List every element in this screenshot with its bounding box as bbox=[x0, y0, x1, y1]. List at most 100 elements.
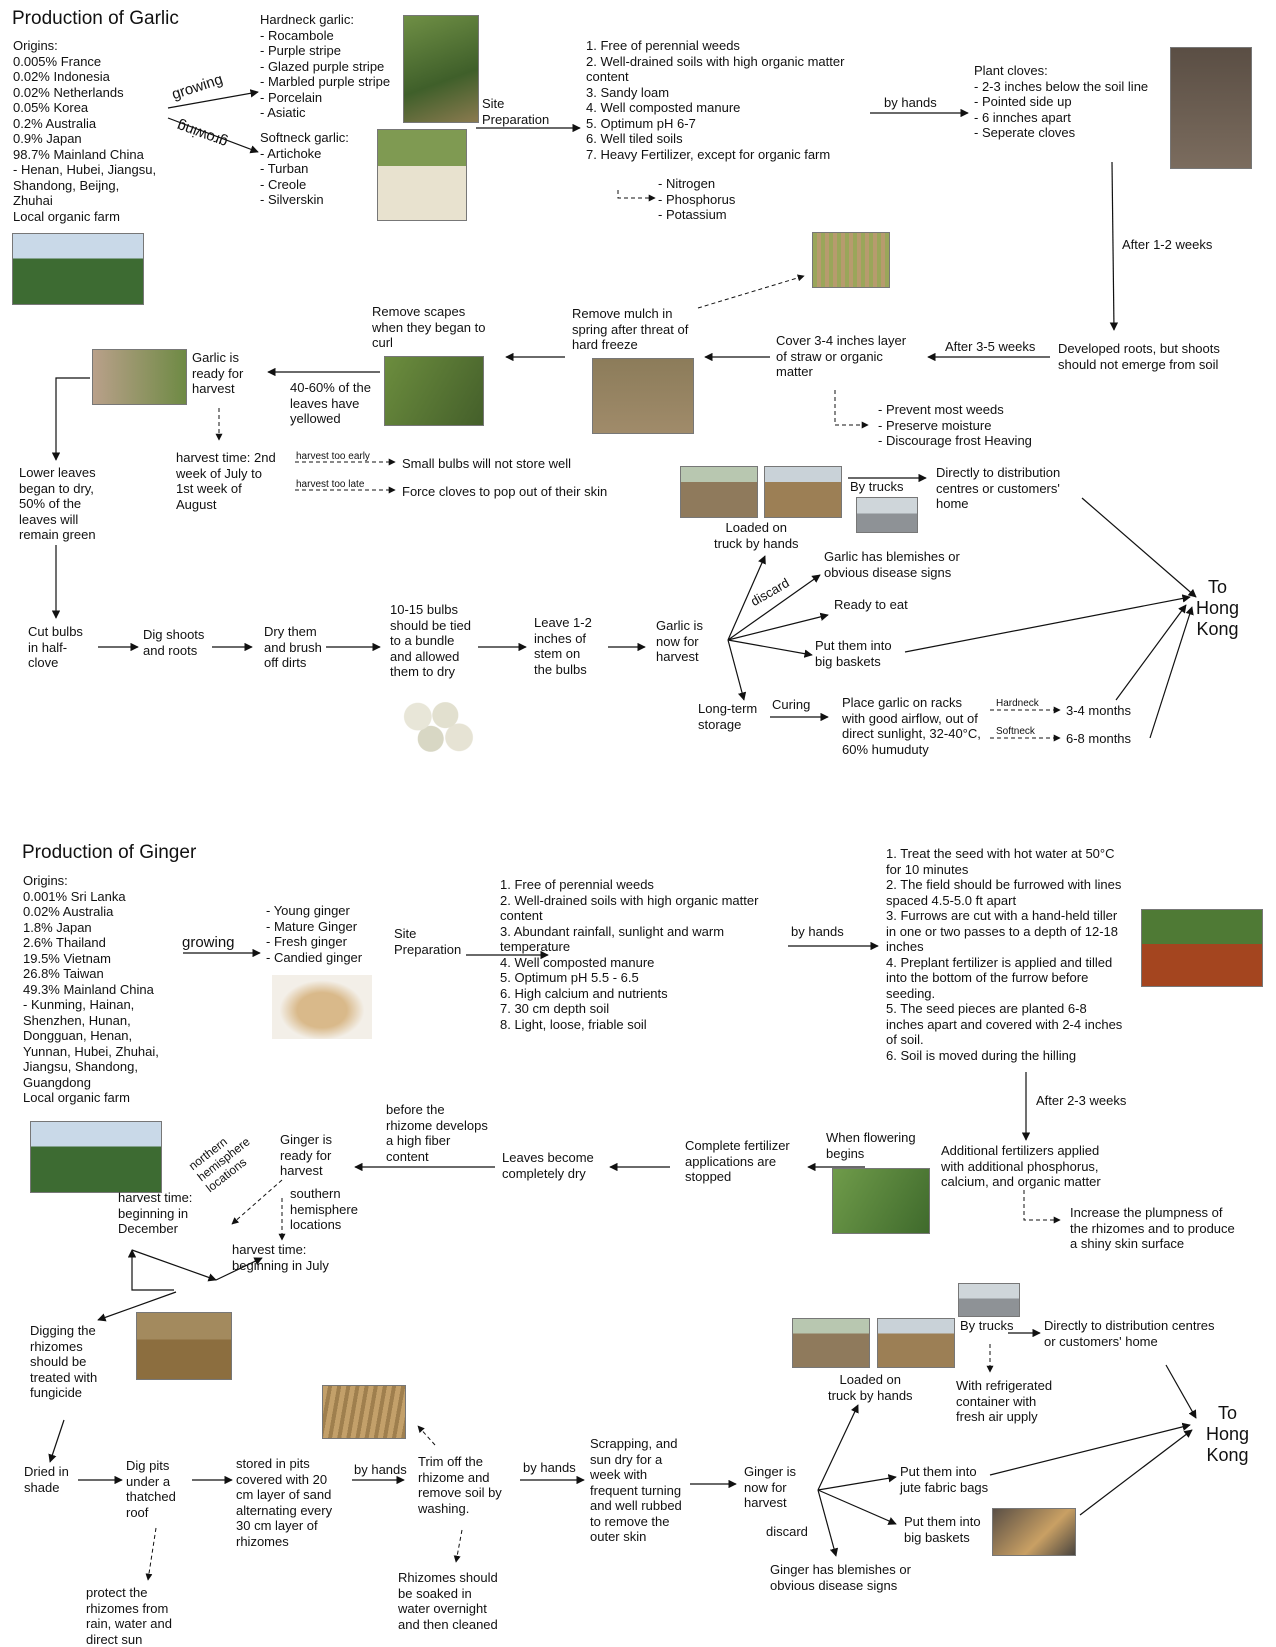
garlic-baskets-text: Put them into big baskets bbox=[815, 638, 892, 669]
ginger-dug-photo bbox=[136, 1312, 232, 1380]
refrigerated-text: With refrigerated container with fresh a… bbox=[956, 1378, 1053, 1424]
trim-rhizome-text: Trim off the rhizome and remove soil by … bbox=[418, 1454, 502, 1516]
fertilizer-stopped-text: Complete fertilizer applications are sto… bbox=[685, 1138, 790, 1184]
softneck-garlic-photo bbox=[377, 129, 467, 221]
developed-roots-text: Developed roots, but shoots should not e… bbox=[1058, 341, 1220, 372]
too-early-result: Small bulbs will not store well bbox=[402, 456, 572, 471]
ready-to-eat-text: Ready to eat bbox=[834, 597, 908, 612]
stored-pits-text: stored in pits covered with 20 cm layer … bbox=[236, 1456, 333, 1549]
harvest-too-late-label: harvest too late bbox=[296, 479, 365, 490]
dry-brush-text: Dry them and brush off dirts bbox=[264, 624, 322, 670]
garlic-harvest-time-text: harvest time: 2nd week of July to 1st we… bbox=[176, 450, 276, 512]
dried-shade-text: Dried in shade bbox=[24, 1464, 69, 1495]
dig-pits-text: Dig pits under a thatched roof bbox=[126, 1458, 176, 1520]
ginger-washed-photo bbox=[322, 1385, 406, 1439]
ginger-ready-text: Ginger is ready for harvest bbox=[280, 1132, 333, 1178]
leave-stem-text: Leave 1-2 inches of stem on the bulbs bbox=[534, 615, 592, 677]
ginger-root-photo bbox=[272, 975, 372, 1039]
southern-hemisphere-label: southern hemisphere locations bbox=[290, 1186, 358, 1232]
ginger-site-prep-list: 1. Free of perennial weeds 2. Well-drain… bbox=[500, 877, 759, 1032]
months-3-4-text: 3-4 months bbox=[1066, 703, 1132, 718]
garlic-origins: Origins: 0.005% France 0.02% Indonesia 0… bbox=[13, 38, 157, 224]
garlic-site-prep-list: 1. Free of perennial weeds 2. Well-drain… bbox=[586, 38, 845, 162]
garlic-discard-label: discard bbox=[748, 575, 792, 609]
ginger-growing-label: growing bbox=[182, 934, 235, 951]
jute-bags-text: Put them into jute fabric bags bbox=[900, 1464, 989, 1495]
racks-text: Place garlic on racks with good airflow,… bbox=[842, 695, 981, 757]
mulch-benefits-list: - Prevent most weeds - Preserve moisture… bbox=[878, 402, 1032, 448]
northern-hemisphere-label: northern hemisphere locations bbox=[186, 1134, 253, 1196]
after-3-5-weeks-label: After 3-5 weeks bbox=[945, 339, 1036, 354]
after-2-3-weeks-label: After 2-3 weeks bbox=[1036, 1093, 1127, 1108]
plant-cloves-text: Plant cloves: - 2-3 inches below the soi… bbox=[974, 63, 1149, 140]
garlic-site-prep-label: Site Preparation bbox=[482, 96, 550, 127]
ginger-loading-photo-1 bbox=[792, 1318, 870, 1368]
ginger-field-photo bbox=[1141, 909, 1263, 987]
ginger-blemishes-text: Ginger has blemishes or obvious disease … bbox=[770, 1562, 911, 1593]
lower-leaves-text: Lower leaves began to dry, 50% of the le… bbox=[19, 465, 96, 542]
mulch-photo bbox=[592, 358, 694, 434]
garlic-growing-label-2: growing bbox=[174, 117, 230, 151]
bulbs-tied-text: 10-15 bulbs should be tied to a bundle a… bbox=[390, 602, 471, 679]
ginger-title: Production of Ginger bbox=[22, 842, 197, 863]
garlic-now-harvest-text: Garlic is now for harvest bbox=[656, 618, 703, 664]
ginger-plants-photo bbox=[832, 1168, 930, 1234]
cut-bulbs-text: Cut bulbs in half- clove bbox=[28, 624, 83, 670]
scrapping-text: Scrapping, and sun dry for a week with f… bbox=[590, 1436, 682, 1544]
garlic-loaded-text: Loaded on truck by hands bbox=[714, 520, 799, 551]
ginger-discard-label: discard bbox=[766, 1524, 808, 1539]
long-term-storage-text: Long-term storage bbox=[698, 701, 758, 732]
field-rows-photo bbox=[812, 232, 890, 288]
ginger-baskets-photo bbox=[992, 1508, 1076, 1556]
garlic-by-trucks-label: By trucks bbox=[850, 479, 904, 494]
garlic-blemishes-text: Garlic has blemishes or obvious disease … bbox=[824, 549, 960, 580]
garlic-loading-photo-2 bbox=[764, 466, 842, 518]
garlic-bundle-photo bbox=[392, 687, 478, 761]
after-1-2-weeks-label: After 1-2 weeks bbox=[1122, 237, 1213, 252]
ginger-truck-photo bbox=[958, 1283, 1020, 1317]
ginger-to-hong-kong: To Hong Kong bbox=[1206, 1403, 1250, 1465]
garlic-ready-text: Garlic is ready for harvest bbox=[192, 350, 244, 396]
ginger-farm-sign-photo bbox=[30, 1121, 162, 1193]
remove-scapes-text: Remove scapes when they began to curl bbox=[372, 304, 486, 350]
too-late-result: Force cloves to pop out of their skin bbox=[402, 484, 608, 499]
farm-sign-photo bbox=[12, 233, 144, 305]
ginger-by-trucks-label: By trucks bbox=[960, 1318, 1014, 1333]
garlic-title: Production of Garlic bbox=[12, 8, 179, 29]
ginger-now-harvest-text: Ginger is now for harvest bbox=[744, 1464, 797, 1510]
garlic-growing-label-1: growing bbox=[169, 70, 225, 104]
additional-fertilizers-text: Additional fertilizers applied with addi… bbox=[941, 1143, 1101, 1189]
garlic-ready-photo bbox=[92, 349, 187, 405]
garlic-to-hong-kong: To Hong Kong bbox=[1196, 577, 1240, 639]
scapes-photo bbox=[384, 356, 484, 426]
softneck-varieties: Softneck garlic: - Artichoke - Turban - … bbox=[260, 130, 349, 207]
curing-label: Curing bbox=[772, 697, 811, 712]
garlic-npk-list: - Nitrogen - Phosphorus - Potassium bbox=[658, 176, 736, 222]
leaves-yellowed-text: 40-60% of the leaves have yellowed bbox=[290, 380, 371, 426]
ginger-by-hands-label: by hands bbox=[791, 924, 844, 939]
before-fiber-text: before the rhizome develops a high fiber… bbox=[386, 1102, 488, 1164]
leaves-dry-text: Leaves become completely dry bbox=[502, 1150, 594, 1181]
garlic-truck-photo bbox=[856, 497, 918, 533]
softneck-storage-label: Softneck bbox=[996, 726, 1035, 737]
ginger-loaded-text: Loaded on truck by hands bbox=[828, 1372, 913, 1403]
digging-rhizomes-text: Digging the rhizomes should be treated w… bbox=[30, 1323, 98, 1400]
flowering-text: When flowering begins bbox=[826, 1130, 916, 1161]
hardneck-storage-label: Hardneck bbox=[996, 698, 1039, 709]
harvest-december-text: harvest time: beginning in December bbox=[118, 1190, 193, 1236]
soaked-text: Rhizomes should be soaked in water overn… bbox=[398, 1570, 498, 1632]
plumpness-text: Increase the plumpness of the rhizomes a… bbox=[1070, 1205, 1235, 1251]
ginger-by-hands-label-2: by hands bbox=[354, 1462, 407, 1477]
ginger-loading-photo-2 bbox=[877, 1318, 955, 1368]
ginger-site-prep-label: Site Preparation bbox=[394, 926, 462, 957]
ginger-baskets-text: Put them into big baskets bbox=[904, 1514, 981, 1545]
ginger-by-hands-label-3: by hands bbox=[523, 1460, 576, 1475]
planting-cloves-photo bbox=[1170, 47, 1252, 169]
ginger-planting-steps: 1. Treat the seed with hot water at 50°C… bbox=[886, 846, 1123, 1063]
garlic-loading-photo-1 bbox=[680, 466, 758, 518]
ginger-origins: Origins: 0.001% Sri Lanka 0.02% Australi… bbox=[23, 873, 159, 1105]
harvest-july-text: harvest time: beginning in July bbox=[232, 1242, 329, 1273]
cover-straw-text: Cover 3-4 inches layer of straw or organ… bbox=[776, 333, 907, 379]
hardneck-varieties: Hardneck garlic: - Rocambole - Purple st… bbox=[260, 12, 391, 120]
